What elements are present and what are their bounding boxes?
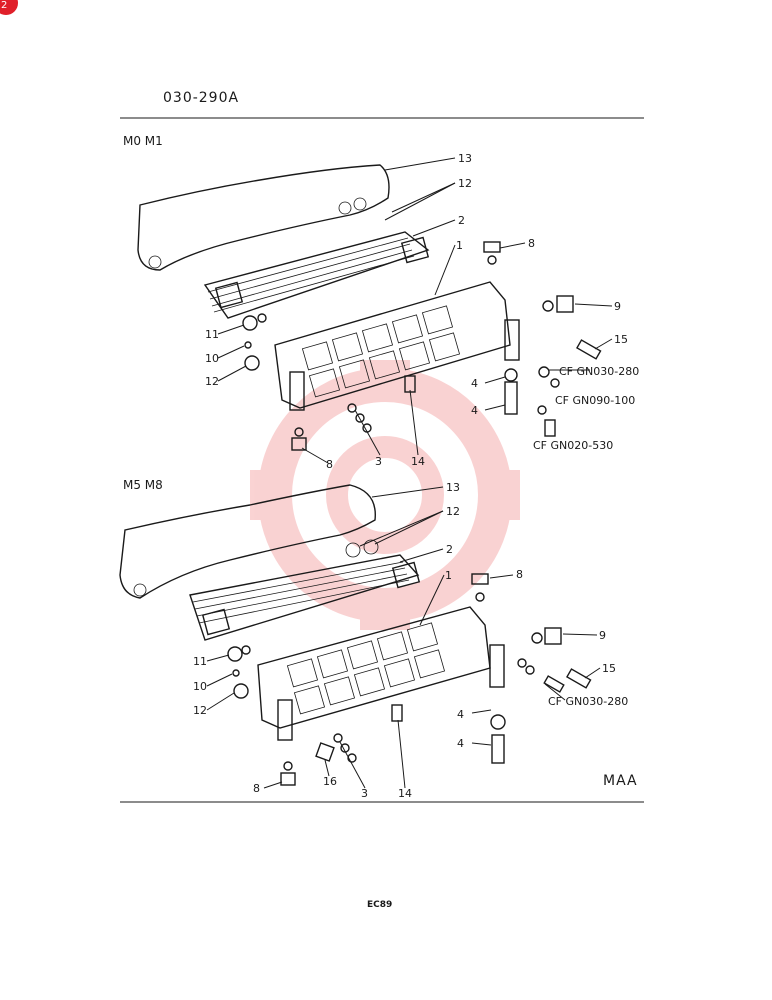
callout-2: 2: [458, 214, 465, 227]
callout-15: 15: [614, 333, 628, 346]
svg-text:2: 2: [1, 0, 7, 11]
drawing-code: 030-290A: [163, 90, 239, 106]
gasket-13: [137, 164, 390, 271]
callout-11-s2: 11: [193, 655, 207, 668]
callout-16-s2: 16: [323, 775, 337, 788]
cooler-core-2-s2: [189, 554, 421, 641]
callout-3: 3: [375, 455, 382, 468]
callout-10: 10: [205, 352, 219, 365]
callout-1: 1: [456, 239, 463, 252]
callouts-2: 13 12 2 1 8 9 15 11 10 12 4 4 16 3 14 8 …: [193, 481, 628, 800]
callout-4a: 4: [471, 377, 478, 390]
ref-gn030-280: CF GN030-280: [559, 365, 639, 378]
callout-12: 12: [458, 177, 472, 190]
model-code: MAA: [603, 773, 638, 789]
page-code: EC89: [367, 900, 392, 910]
ref-gn090-100: CF GN090-100: [555, 394, 635, 407]
ref-gn030-280-s2: CF GN030-280: [548, 695, 628, 708]
callout-14: 14: [411, 455, 425, 468]
callout-1-s2: 1: [445, 569, 452, 582]
callout-3-s2: 3: [361, 787, 368, 800]
leaders-2: [206, 486, 601, 789]
callout-8b: 8: [326, 458, 333, 471]
callouts-1: 13 12 2 1 8 9 15 11 10 12 4 4 3 14 8 CF …: [205, 152, 639, 471]
callout-8: 8: [528, 237, 535, 250]
small-parts-1: [242, 241, 602, 451]
cooler-cover-1: [274, 281, 520, 411]
callout-13-s2: 13: [446, 481, 460, 494]
callout-11: 11: [205, 328, 219, 341]
leaders-1: [217, 157, 613, 464]
section-title-1: M0 M1: [123, 134, 163, 148]
callout-12b-s2: 12: [193, 704, 207, 717]
callout-10-s2: 10: [193, 680, 207, 693]
callout-4a-s2: 4: [457, 708, 464, 721]
callout-12b: 12: [205, 375, 219, 388]
callout-8b-s2: 8: [253, 782, 260, 795]
callout-4: 4: [471, 404, 478, 417]
callout-13: 13: [458, 152, 472, 165]
callout-9-s2: 9: [599, 629, 606, 642]
callout-2-s2: 2: [446, 543, 453, 556]
ref-gn020-530: CF GN020-530: [533, 439, 613, 452]
callout-12-s2: 12: [446, 505, 460, 518]
callout-4-s2: 4: [457, 737, 464, 750]
small-parts-2: [227, 573, 592, 786]
callout-9: 9: [614, 300, 621, 313]
corner-badge: 2: [0, 0, 18, 15]
watermark-logo: [250, 360, 520, 630]
cooler-core-2: [203, 231, 430, 319]
callout-15-s2: 15: [602, 662, 616, 675]
callout-14-s2: 14: [398, 787, 412, 800]
callout-8-s2: 8: [516, 568, 523, 581]
section-title-2: M5 M8: [123, 478, 163, 492]
gasket-13-s2: [119, 484, 379, 599]
cooler-cover-1-s2: [257, 606, 505, 741]
